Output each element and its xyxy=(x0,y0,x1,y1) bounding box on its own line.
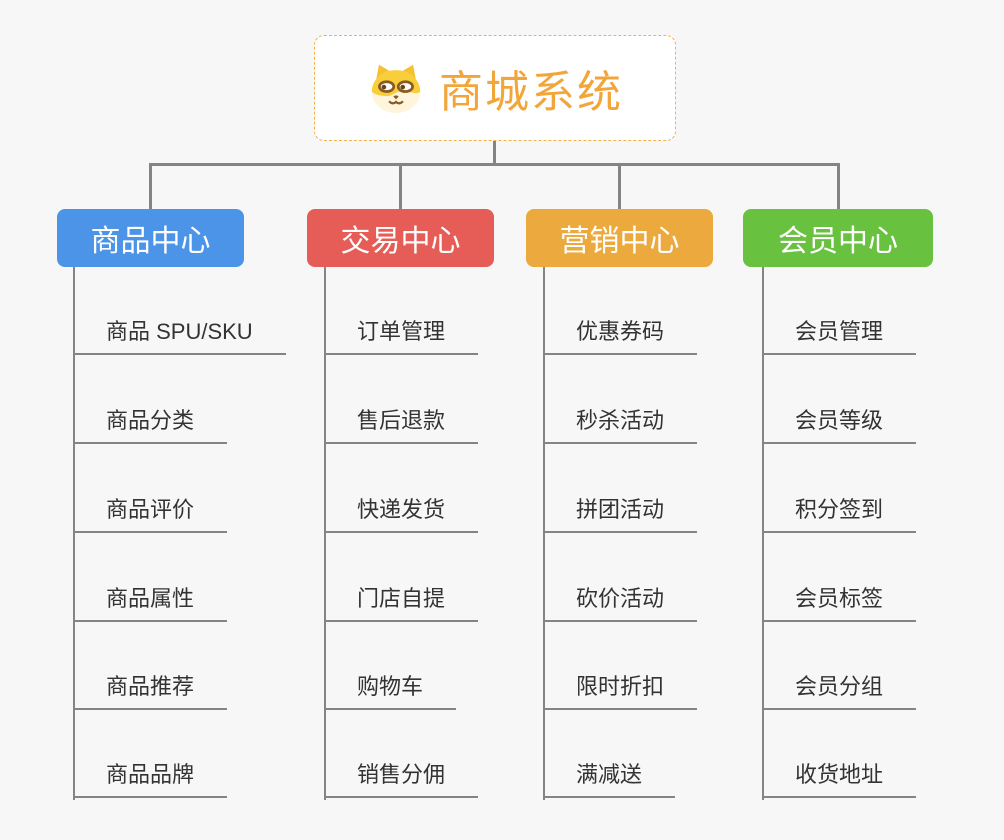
branch-label: 交易中心 xyxy=(340,225,461,258)
root-title: 商城系统 xyxy=(439,68,623,117)
leaf-node[interactable]: 积分签到 xyxy=(762,497,917,533)
leaf-node[interactable]: 商品分类 xyxy=(73,408,228,444)
leaf-node[interactable]: 会员管理 xyxy=(762,319,917,355)
root-node[interactable]: 商城系统 xyxy=(314,35,676,141)
leaf-node[interactable]: 限时折扣 xyxy=(543,674,698,710)
leaf-node[interactable]: 商品 SPU/SKU xyxy=(73,319,286,355)
leaf-node[interactable]: 商品品牌 xyxy=(73,762,228,798)
leaf-node[interactable]: 砍价活动 xyxy=(543,586,698,622)
branch-drop-connector-1 xyxy=(149,164,152,209)
leaf-node[interactable]: 商品推荐 xyxy=(73,674,228,710)
leaf-node[interactable]: 收货地址 xyxy=(762,762,917,798)
dog-face-icon xyxy=(367,62,425,114)
root-stem-connector xyxy=(493,141,496,164)
branch-label: 商品中心 xyxy=(90,225,211,258)
leaf-node[interactable]: 商品评价 xyxy=(73,497,228,533)
branch-bus-connector xyxy=(149,163,840,166)
branch-spine-connector-3 xyxy=(543,267,545,800)
branch-label: 会员中心 xyxy=(778,225,898,258)
leaf-node[interactable]: 优惠券码 xyxy=(543,319,698,355)
branch-node-member-center[interactable]: 会员中心 xyxy=(743,209,933,267)
leaf-node[interactable]: 会员分组 xyxy=(762,674,917,710)
leaf-node[interactable]: 门店自提 xyxy=(324,586,479,622)
branch-label: 营销中心 xyxy=(559,225,680,258)
leaf-node[interactable]: 售后退款 xyxy=(324,408,479,444)
branch-spine-connector-2 xyxy=(324,267,326,800)
branch-node-product-center[interactable]: 商品中心 xyxy=(57,209,244,267)
leaf-node[interactable]: 订单管理 xyxy=(324,319,479,355)
leaf-node[interactable]: 会员标签 xyxy=(762,586,917,622)
branch-spine-connector-1 xyxy=(73,267,75,800)
leaf-node[interactable]: 购物车 xyxy=(324,674,457,710)
leaf-node[interactable]: 会员等级 xyxy=(762,408,917,444)
branch-drop-connector-3 xyxy=(618,164,621,209)
branch-node-marketing-center[interactable]: 营销中心 xyxy=(526,209,713,267)
branch-drop-connector-4 xyxy=(837,164,840,209)
leaf-node[interactable]: 快递发货 xyxy=(324,497,479,533)
leaf-node[interactable]: 商品属性 xyxy=(73,586,228,622)
leaf-node[interactable]: 拼团活动 xyxy=(543,497,698,533)
leaf-node[interactable]: 满减送 xyxy=(543,762,676,798)
leaf-node[interactable]: 秒杀活动 xyxy=(543,408,698,444)
branch-node-trade-center[interactable]: 交易中心 xyxy=(307,209,494,267)
leaf-node[interactable]: 销售分佣 xyxy=(324,762,479,798)
branch-spine-connector-4 xyxy=(762,267,764,800)
branch-drop-connector-2 xyxy=(399,164,402,209)
